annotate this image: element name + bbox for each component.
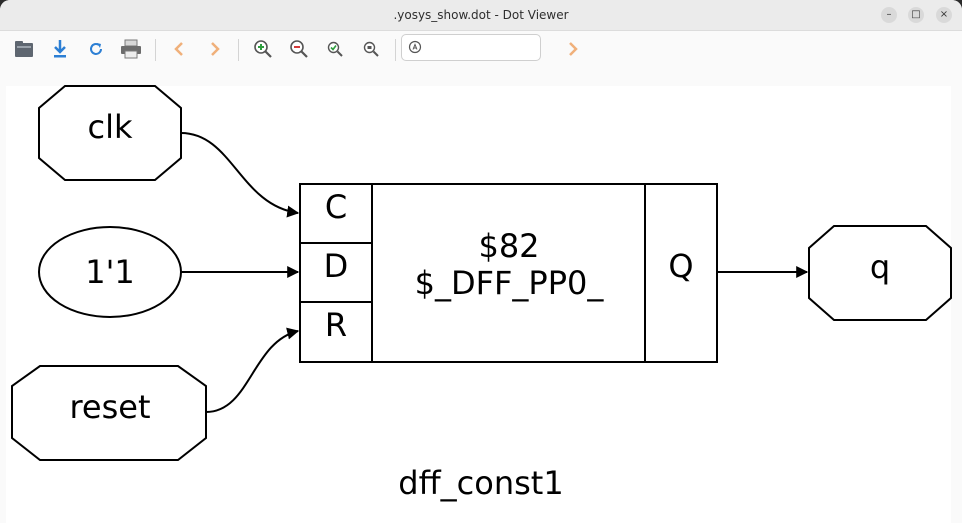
download-button[interactable] [48, 37, 72, 61]
toolbar-separator [238, 39, 239, 61]
node-clk-label: clk [87, 108, 132, 146]
search-icon [408, 40, 422, 54]
dff-cell[interactable]: C D R $82 $_DFF_PP0_ Q [299, 183, 718, 363]
title-bar[interactable]: .yosys_show.dot - Dot Viewer – □ × [0, 0, 962, 31]
open-button[interactable] [12, 37, 36, 61]
close-icon: × [939, 9, 949, 20]
maximize-icon: □ [911, 9, 921, 20]
zoom-100-button[interactable] [359, 37, 383, 61]
port-d-label: D [324, 247, 349, 285]
cell-id-label: $82 [478, 227, 539, 265]
back-icon [174, 42, 183, 56]
toolbar-separator [395, 39, 396, 61]
port-q-label: Q [668, 247, 693, 285]
reload-button[interactable] [84, 37, 108, 61]
search-next-icon [569, 42, 578, 56]
zoom-in-icon [254, 40, 272, 58]
open-icon [15, 41, 33, 57]
print-icon [121, 39, 141, 59]
back-button[interactable] [167, 37, 191, 61]
maximize-button[interactable]: □ [908, 7, 924, 23]
minimize-button[interactable]: – [881, 7, 897, 23]
close-button[interactable]: × [936, 7, 952, 23]
minimize-icon: – [886, 9, 892, 20]
graph-canvas[interactable]: clk 1'1 reset C D R $82 [6, 85, 952, 523]
graph-caption: dff_const1 [398, 464, 563, 502]
print-button[interactable] [119, 37, 143, 61]
node-const[interactable]: 1'1 [38, 226, 182, 318]
reload-icon [90, 43, 102, 55]
edge-reset-to-r [205, 327, 300, 413]
port-c-label: C [325, 188, 347, 226]
zoom-out-button[interactable] [287, 37, 311, 61]
zoom-fit-button[interactable] [323, 37, 347, 61]
toolbar-separator [155, 39, 156, 61]
search-box[interactable] [401, 34, 541, 61]
node-reset-label: reset [69, 388, 150, 426]
node-reset[interactable]: reset [11, 365, 207, 461]
zoom-in-button[interactable] [251, 37, 275, 61]
node-const-label: 1'1 [85, 253, 135, 291]
forward-button[interactable] [203, 37, 227, 61]
zoom-100-icon [363, 41, 379, 57]
node-q-label: q [870, 248, 890, 286]
forward-icon [211, 42, 220, 56]
search-next-button[interactable] [561, 37, 585, 61]
zoom-fit-icon [327, 41, 343, 57]
node-clk[interactable]: clk [38, 85, 182, 181]
cell-type-label: $_DFF_PP0_ [415, 264, 605, 302]
edge-clk-to-c [180, 132, 300, 218]
toolbar [0, 31, 962, 67]
zoom-out-icon [290, 40, 308, 58]
download-icon [54, 40, 66, 58]
node-q[interactable]: q [808, 225, 952, 321]
search-input[interactable] [424, 38, 538, 59]
window-title: .yosys_show.dot - Dot Viewer [393, 8, 569, 22]
port-r-label: R [325, 306, 347, 344]
